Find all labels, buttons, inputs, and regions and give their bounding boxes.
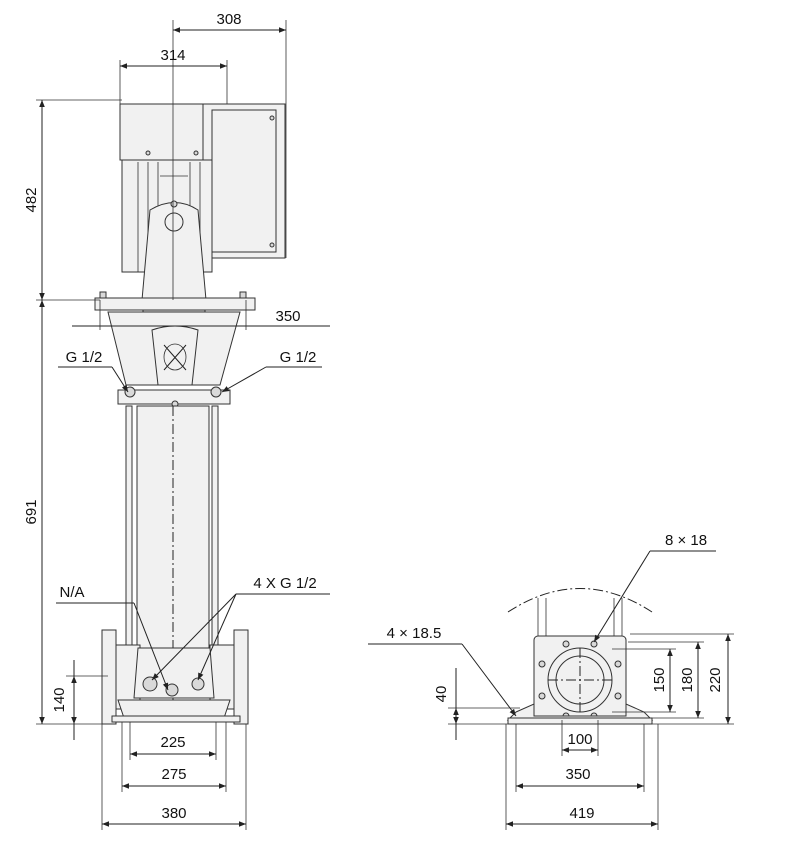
dim-140: 140 — [51, 660, 108, 740]
dim-225: 225 — [129, 722, 217, 760]
dim-150-label: 150 — [651, 667, 668, 692]
drain-na-label: N/A — [59, 584, 84, 601]
dim-350-flange: 350 — [72, 300, 330, 330]
dim-350-foot-label: 350 — [565, 766, 590, 783]
dim-150: 150 — [612, 648, 676, 713]
dim-275: 275 — [121, 722, 227, 792]
dim-380: 380 — [101, 724, 247, 830]
drain-na-callout: N/A — [56, 584, 169, 691]
dim-314: 314 — [119, 47, 228, 104]
drain-ports-callout: 4 X G 1/2 — [151, 575, 330, 681]
dim-314-label: 314 — [160, 47, 185, 64]
dim-691: 691 — [23, 300, 102, 725]
dim-482-label: 482 — [23, 187, 40, 212]
dim-220: 220 — [630, 633, 734, 725]
port-left-label: G 1/2 — [66, 349, 103, 366]
flange-holes-callout: 8 × 18 — [593, 532, 716, 643]
dim-419: 419 — [505, 724, 659, 830]
dim-220-label: 220 — [707, 667, 724, 692]
dim-100-label: 100 — [567, 731, 592, 748]
port-right-label: G 1/2 — [280, 349, 317, 366]
dim-140-label: 140 — [51, 687, 68, 712]
motor — [119, 103, 286, 301]
dim-308-label: 308 — [216, 11, 241, 28]
dim-180: 180 — [628, 641, 704, 719]
dim-482: 482 — [23, 99, 122, 301]
pump-sleeve — [125, 405, 219, 700]
dim-100: 100 — [561, 720, 599, 756]
dim-40-label: 40 — [433, 686, 450, 703]
pump-base — [101, 629, 249, 725]
dim-691-label: 691 — [23, 499, 40, 524]
dim-380-label: 380 — [161, 805, 186, 822]
foot-holes-callout: 4 × 18.5 — [368, 625, 517, 717]
dim-180-label: 180 — [679, 667, 696, 692]
dim-350-flange-label: 350 — [275, 308, 300, 325]
side-pump-body — [506, 588, 654, 725]
pump-head — [107, 311, 241, 408]
port-left-callout: G 1/2 — [58, 349, 129, 393]
dim-419-label: 419 — [569, 805, 594, 822]
dim-350-foot: 350 — [515, 724, 645, 792]
flange-holes-label: 8 × 18 — [665, 532, 707, 549]
dim-225-label: 225 — [160, 734, 185, 751]
drain-ports-label: 4 X G 1/2 — [253, 575, 316, 592]
port-right-callout: G 1/2 — [221, 349, 322, 393]
foot-holes-label: 4 × 18.5 — [387, 625, 442, 642]
side-view: 8 × 18 4 × 18.5 40 150 180 — [368, 532, 734, 830]
dim-40: 40 — [433, 668, 520, 740]
front-view: 308 314 482 350 G 1/2 — [23, 11, 330, 830]
dim-275-label: 275 — [161, 766, 186, 783]
